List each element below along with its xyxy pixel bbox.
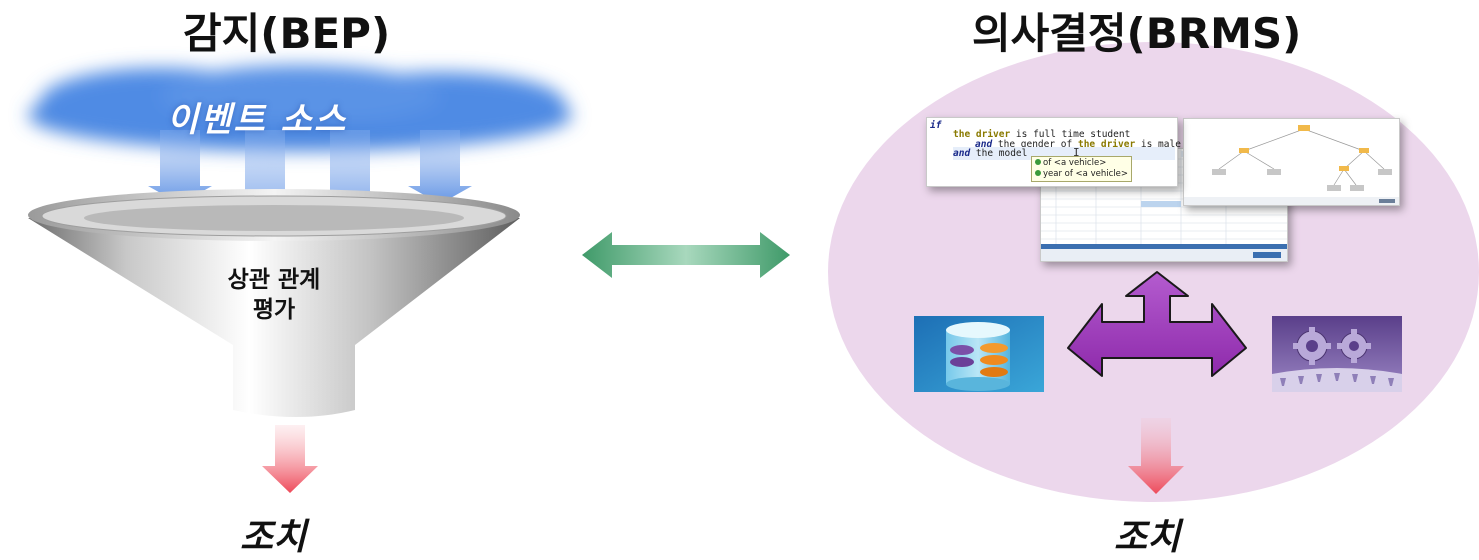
code-and-keyword-2: and [953, 148, 971, 159]
item-dot-icon [1035, 170, 1041, 176]
code-term-driver-2: the driver [1077, 139, 1136, 150]
autocomplete-popup[interactable]: of <a vehicle> year of <a vehicle> [1031, 156, 1132, 182]
autocomplete-item[interactable]: year of <a vehicle> [1035, 169, 1128, 180]
decision-tree-screenshot [1183, 118, 1400, 206]
three-way-arrow [1067, 271, 1247, 377]
action-label-left: 조치 [240, 517, 307, 558]
correlation-funnel [28, 189, 520, 417]
code-if-keyword: if [930, 120, 942, 131]
funnel-label-line1: 상관 관계 [227, 267, 321, 293]
action-label-right: 조치 [1114, 517, 1181, 558]
code-term-driver: the driver [953, 129, 1011, 140]
text-cursor-icon: I [1073, 146, 1080, 159]
gears-icon [1272, 316, 1402, 392]
funnel-label: 상관 관계 평가 [194, 265, 354, 325]
event-source-label: 이벤트 소스 [167, 100, 348, 140]
code-text-line3a: the gender of [992, 139, 1078, 150]
code-and-keyword-1: and [975, 139, 993, 150]
action-arrow-right [1128, 418, 1184, 494]
action-arrow-left [262, 425, 318, 493]
database-icon [914, 316, 1044, 392]
bep-title: 감지(BEP) [183, 9, 391, 58]
bep-diagram [28, 65, 572, 493]
code-text-line3b: is male [1135, 139, 1181, 150]
funnel-label-line2: 평가 [252, 297, 296, 323]
code-text-line2: is full time student [1010, 129, 1131, 140]
autocomplete-item[interactable]: of <a vehicle> [1035, 158, 1128, 169]
item-dot-icon [1035, 159, 1041, 165]
rule-editor-screenshot: if the driver is full time student and t… [926, 117, 1181, 187]
brms-title: 의사결정(BRMS) [972, 9, 1302, 58]
code-text-line4: the model [970, 148, 1028, 159]
bidirectional-arrow [582, 232, 790, 278]
